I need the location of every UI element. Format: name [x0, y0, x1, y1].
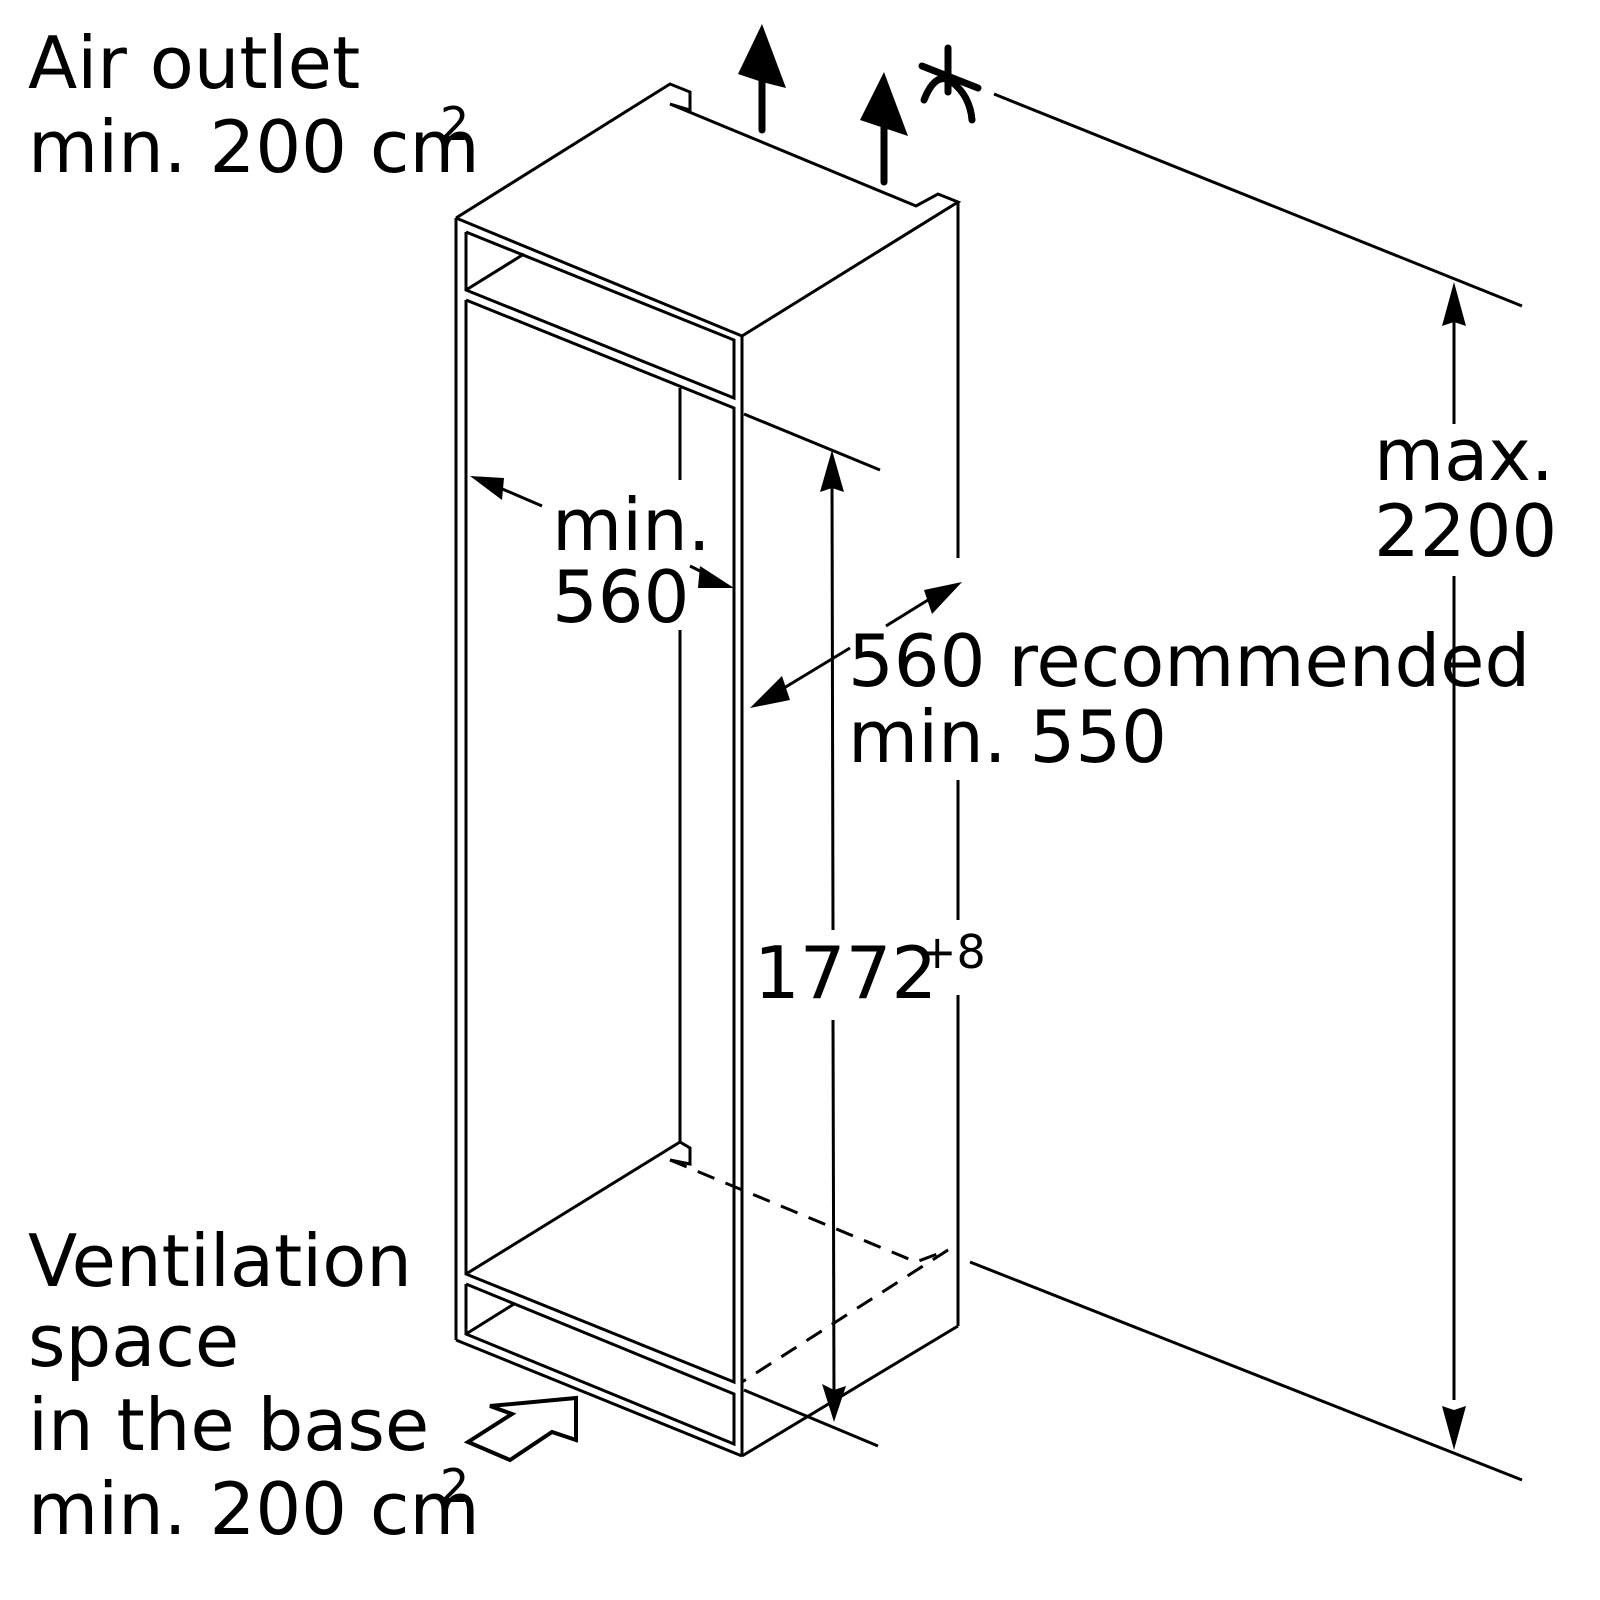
niche-depth-arrow-upper [924, 582, 962, 614]
max-height-bottom-extension [969, 1260, 1523, 1482]
niche-height-dimension [743, 412, 881, 1448]
niche-height-tolerance: +8 [918, 925, 986, 979]
niche-width-dim-line-left [499, 486, 543, 508]
niche-width-label-line1: min. [552, 483, 711, 567]
niche-cabinet [454, 82, 962, 1458]
hidden-floor-right-edge [741, 1248, 949, 1384]
ventilation-intake-arrow [463, 1395, 578, 1463]
max-height-label-line1: max. [1374, 413, 1554, 497]
niche-depth-dim-line-upper [885, 598, 929, 628]
hidden-floor-back-edge [669, 1158, 949, 1264]
air-outlet-title: Air outlet [28, 21, 360, 105]
air-outlet-label: Air outlet min. 200 cm 2 [28, 21, 480, 189]
ventilation-title: Ventilation [28, 1219, 412, 1303]
niche-depth-label-line2: min. 550 [848, 695, 1167, 779]
niche-width-arrow-right [698, 566, 734, 588]
inner-niche-floor [465, 1140, 692, 1276]
air-outlet-arrows [738, 24, 908, 186]
niche-width-dimension [470, 476, 734, 588]
max-height-top-extension [993, 92, 1523, 308]
niche-height-bottom-extension [743, 1388, 879, 1448]
ventilation-label: Ventilation space in the base min. 200 c… [28, 1219, 480, 1551]
niche-height-arrow-top [820, 450, 844, 492]
top-vent-slot-inner [465, 252, 525, 292]
cabinet-bottom-right-outline [741, 1324, 959, 1458]
niche-width-arrow-left [470, 476, 504, 500]
ventilation-space-text: space [28, 1299, 239, 1383]
niche-height-label: 1772 +8 [754, 925, 986, 1015]
max-height-arrow-top [1442, 282, 1466, 326]
niche-height-arrow-bottom [822, 1384, 846, 1422]
cabinet-bottom-front-outline [455, 1338, 743, 1458]
max-height-arrow-bottom [1442, 1406, 1466, 1450]
niche-height-top-extension [743, 412, 881, 472]
niche-depth-label: 560 recommended min. 550 [848, 619, 1530, 779]
ventilation-base-text: in the base [28, 1383, 429, 1467]
niche-height-dim-line-lower [831, 1019, 836, 1401]
cabinet-top-outline [455, 82, 962, 338]
bottom-vent-slot [464, 1282, 736, 1447]
max-height-dimension [969, 92, 1523, 1482]
niche-height-dim-line-upper [830, 479, 835, 931]
niche-depth-dim-line-lower [783, 646, 851, 690]
tilt-symbol-icon [918, 44, 982, 124]
air-outlet-area: min. 200 cm [28, 105, 480, 189]
air-outlet-arrow-head-1 [738, 24, 786, 88]
bottom-vent-slot-inner [465, 1302, 515, 1336]
niche-height-value: 1772 [754, 931, 937, 1015]
niche-depth-label-line1: 560 recommended [848, 619, 1530, 703]
inner-niche-front [464, 298, 736, 1385]
niche-depth-dimension [750, 582, 962, 708]
max-height-label-line2: 2200 [1374, 489, 1557, 573]
ventilation-area-superscript: 2 [440, 1459, 469, 1513]
air-outlet-arrow-head-2 [860, 72, 908, 136]
niche-width-label: min. 560 [552, 483, 711, 639]
max-height-label: max. 2200 [1374, 413, 1557, 573]
ventilation-area: min. 200 cm [28, 1467, 480, 1551]
niche-width-label-line2: 560 [552, 555, 689, 639]
niche-depth-arrow-lower [750, 676, 790, 708]
air-outlet-area-superscript: 2 [440, 97, 469, 151]
top-vent-slot [464, 230, 736, 401]
